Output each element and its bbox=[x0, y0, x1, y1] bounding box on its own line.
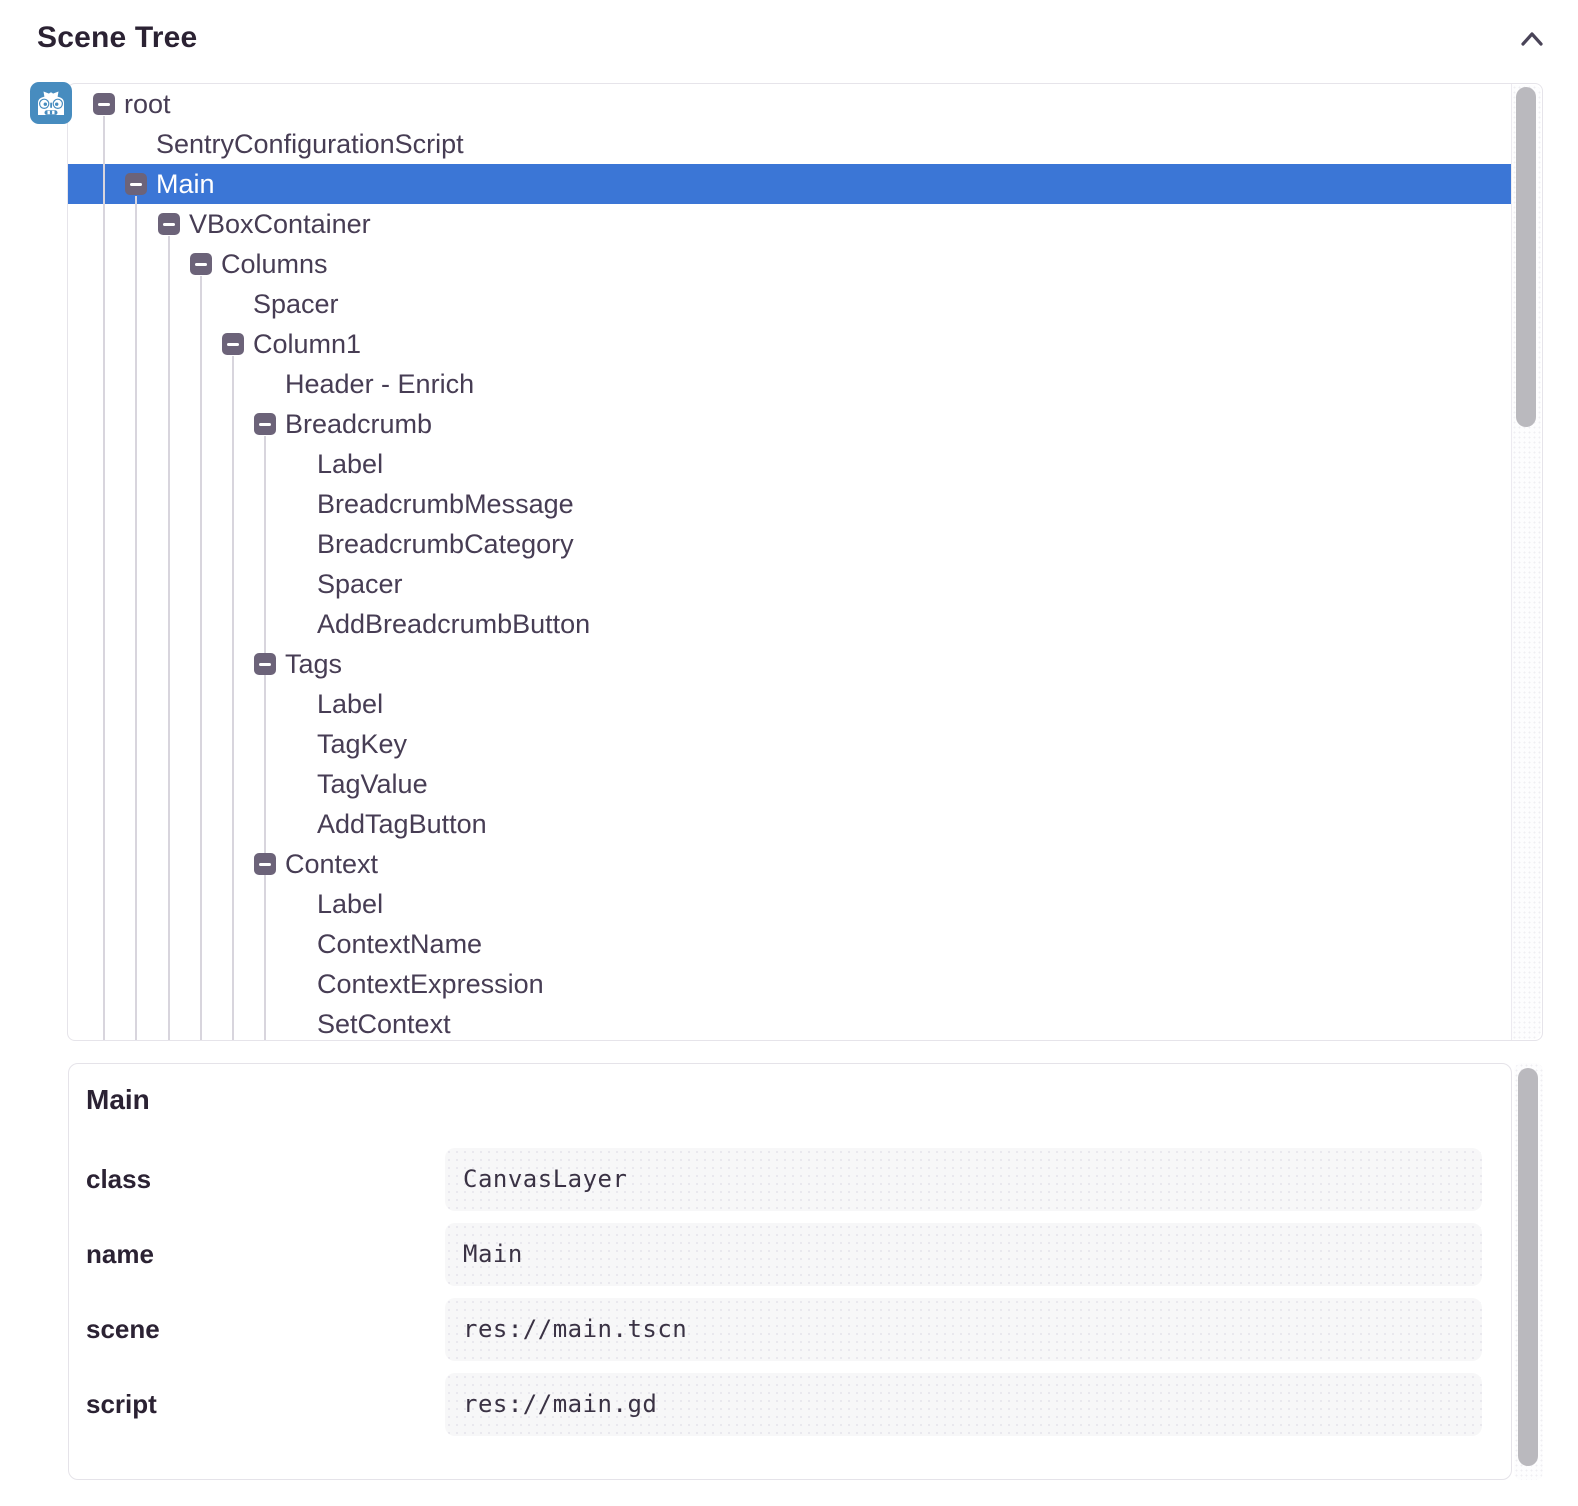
tree-node-label: Breadcrumb bbox=[285, 409, 433, 439]
chevron-up-icon bbox=[1521, 32, 1543, 46]
detail-field-label-class: class bbox=[86, 1164, 152, 1194]
tree-scrollbar-track[interactable] bbox=[1512, 85, 1541, 1039]
scene-tree-panel: root SentryConfigurationScript Main VBox… bbox=[67, 83, 1543, 1041]
tree-node-context[interactable]: Context bbox=[68, 844, 1511, 884]
godot-engine-icon bbox=[30, 82, 72, 124]
tree-node-main[interactable]: Main bbox=[68, 164, 1511, 204]
tree-node-spacer[interactable]: Spacer bbox=[68, 564, 1511, 604]
collapse-toggle-icon[interactable] bbox=[254, 653, 276, 675]
tree-node-columns[interactable]: Columns bbox=[68, 244, 1511, 284]
tree-node-label: SetContext bbox=[317, 1009, 451, 1039]
tree-node-contextname[interactable]: ContextName bbox=[68, 924, 1511, 964]
detail-field-label-scene: scene bbox=[86, 1314, 160, 1344]
tree-node-label: Spacer bbox=[253, 289, 339, 319]
collapse-toggle-icon[interactable] bbox=[158, 213, 180, 235]
tree-node-label: Header - Enrich bbox=[285, 369, 475, 399]
tree-node-vboxcontainer[interactable]: VBoxContainer bbox=[68, 204, 1511, 244]
tree-node-label: TagKey bbox=[317, 729, 408, 759]
tree-node-label: TagValue bbox=[317, 769, 428, 799]
tree-node-addtagbutton[interactable]: AddTagButton bbox=[68, 804, 1511, 844]
tree-node-contextexpression[interactable]: ContextExpression bbox=[68, 964, 1511, 1004]
tree-node-root[interactable]: root bbox=[68, 84, 1511, 124]
detail-field-value-scene: res://main.tscn bbox=[445, 1298, 1482, 1361]
tree-scrollbar-thumb[interactable] bbox=[1516, 87, 1536, 427]
tree-node-label: Label bbox=[317, 449, 384, 479]
tree-indent-guide bbox=[168, 236, 170, 1040]
collapse-toggle-icon[interactable] bbox=[190, 253, 212, 275]
details-scrollbar-thumb[interactable] bbox=[1518, 1068, 1538, 1466]
tree-node-label[interactable]: Label bbox=[68, 684, 1511, 724]
tree-indent-guide bbox=[232, 356, 234, 1040]
details-title: Main bbox=[86, 1084, 150, 1115]
tree-node-column1[interactable]: Column1 bbox=[68, 324, 1511, 364]
collapse-toggle-icon[interactable] bbox=[254, 413, 276, 435]
tree-node-label: BreadcrumbCategory bbox=[317, 529, 574, 559]
detail-field-value-script: res://main.gd bbox=[445, 1373, 1482, 1436]
tree-node-label: root bbox=[124, 89, 171, 119]
page-title: Scene Tree bbox=[37, 21, 198, 54]
tree-node-label: Column1 bbox=[253, 329, 362, 359]
tree-node-breadcrumbcategory[interactable]: BreadcrumbCategory bbox=[68, 524, 1511, 564]
tree-node-tagvalue[interactable]: TagValue bbox=[68, 764, 1511, 804]
collapse-toggle-icon[interactable] bbox=[125, 173, 147, 195]
tree-node-label: Main bbox=[156, 169, 215, 199]
tree-node-label: AddTagButton bbox=[317, 809, 487, 839]
tree-node-label: Context bbox=[285, 849, 379, 879]
tree-indent-guide bbox=[103, 116, 105, 1040]
tree-node-label: AddBreadcrumbButton bbox=[317, 609, 591, 639]
collapse-toggle-icon[interactable] bbox=[254, 853, 276, 875]
tree-node-label: VBoxContainer bbox=[189, 209, 371, 239]
tree-node-label: BreadcrumbMessage bbox=[317, 489, 574, 519]
tree-node-tags[interactable]: Tags bbox=[68, 644, 1511, 684]
tree-node-label[interactable]: Label bbox=[68, 884, 1511, 924]
details-scrollbar-track[interactable] bbox=[1514, 1063, 1543, 1480]
tree-node-header-enrich[interactable]: Header - Enrich bbox=[68, 364, 1511, 404]
tree-node-breadcrumbmessage[interactable]: BreadcrumbMessage bbox=[68, 484, 1511, 524]
collapse-panel-button[interactable] bbox=[1516, 26, 1548, 54]
detail-field-value-class: CanvasLayer bbox=[445, 1148, 1482, 1211]
tree-node-setcontext[interactable]: SetContext bbox=[68, 1004, 1511, 1040]
detail-field-label-script: script bbox=[86, 1389, 157, 1419]
tree-node-label[interactable]: Label bbox=[68, 444, 1511, 484]
tree-node-sentryconfigurationscript[interactable]: SentryConfigurationScript bbox=[68, 124, 1511, 164]
detail-field-value-name: Main bbox=[445, 1223, 1482, 1286]
tree-node-tagkey[interactable]: TagKey bbox=[68, 724, 1511, 764]
tree-node-label: Label bbox=[317, 889, 384, 919]
tree-indent-guide bbox=[135, 196, 137, 1040]
node-details-panel: Main class CanvasLayer name Main scene r… bbox=[68, 1063, 1512, 1480]
tree-node-label: ContextName bbox=[317, 929, 483, 959]
tree-indent-guide bbox=[200, 276, 202, 1040]
tree-node-breadcrumb[interactable]: Breadcrumb bbox=[68, 404, 1511, 444]
collapse-toggle-icon[interactable] bbox=[222, 333, 244, 355]
tree-node-label: Spacer bbox=[317, 569, 403, 599]
tree-node-label: SentryConfigurationScript bbox=[156, 129, 464, 159]
tree-node-label: Tags bbox=[285, 649, 343, 679]
tree-node-label: Label bbox=[317, 689, 384, 719]
collapse-toggle-icon[interactable] bbox=[93, 93, 115, 115]
tree-node-label: ContextExpression bbox=[317, 969, 544, 999]
tree-node-spacer[interactable]: Spacer bbox=[68, 284, 1511, 324]
tree-indent-guide bbox=[264, 876, 266, 1040]
detail-field-label-name: name bbox=[86, 1239, 154, 1269]
tree-node-label: Columns bbox=[221, 249, 328, 279]
tree-node-addbreadcrumbbutton[interactable]: AddBreadcrumbButton bbox=[68, 604, 1511, 644]
scene-tree-list: root SentryConfigurationScript Main VBox… bbox=[68, 84, 1512, 1040]
